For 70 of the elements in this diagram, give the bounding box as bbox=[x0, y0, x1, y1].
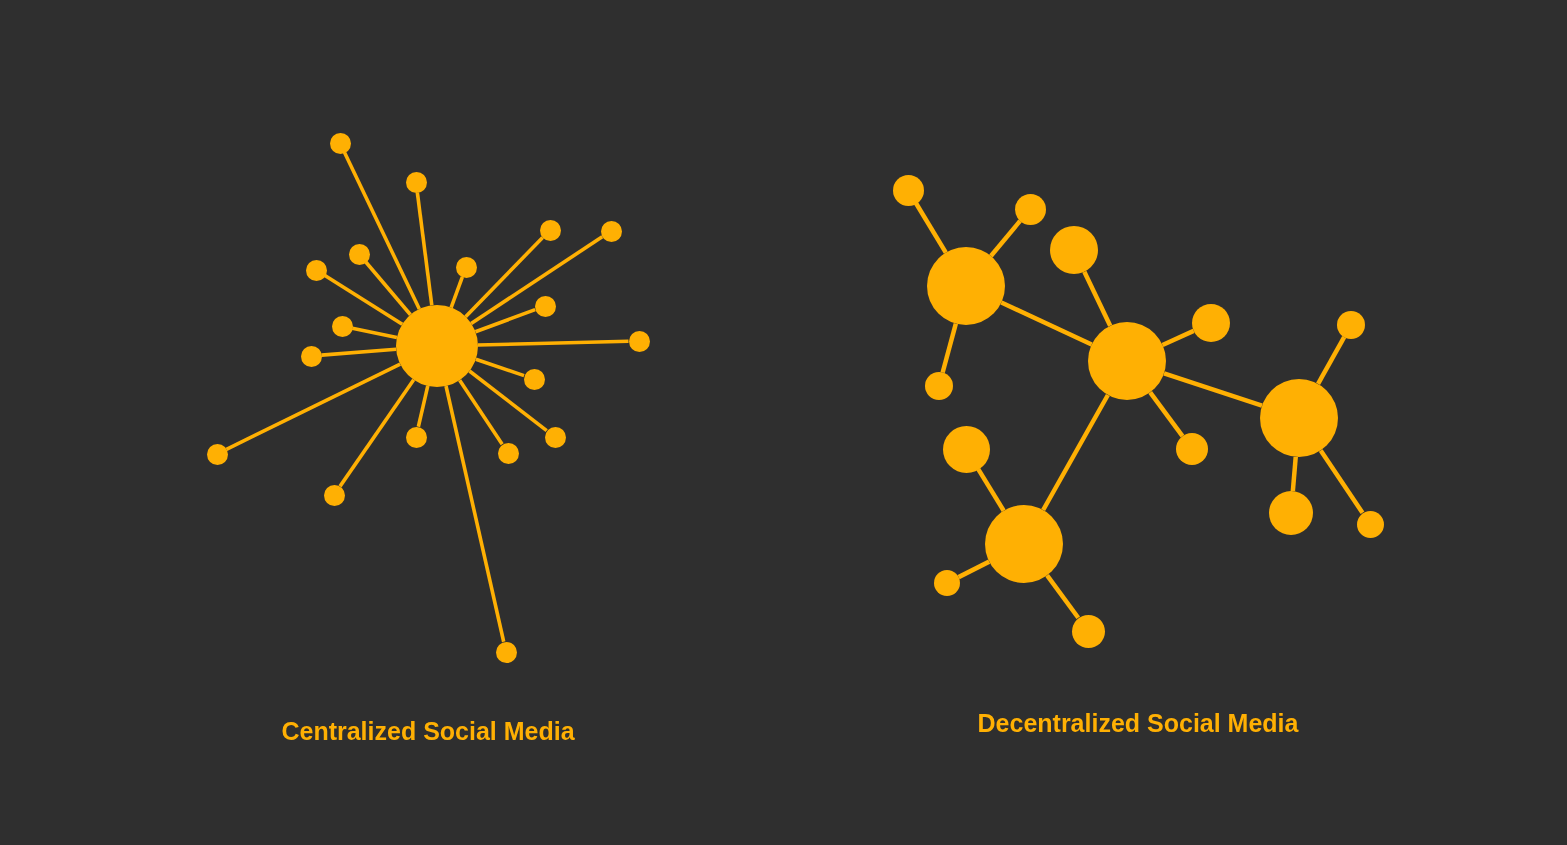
leaf-node bbox=[305, 259, 327, 281]
leaf-node bbox=[300, 345, 322, 367]
leaf-node bbox=[329, 132, 351, 154]
leaf-node bbox=[405, 171, 427, 193]
leaf-node bbox=[1269, 491, 1313, 535]
connector-line bbox=[474, 307, 536, 334]
leaf-node bbox=[1337, 311, 1365, 339]
connector-line bbox=[940, 323, 958, 374]
connector-line bbox=[1000, 300, 1093, 347]
connector-line bbox=[989, 219, 1022, 258]
leaf-node bbox=[1192, 304, 1230, 342]
hub-node bbox=[1260, 379, 1338, 457]
leaf-node bbox=[925, 372, 953, 400]
leaf-node bbox=[331, 315, 353, 337]
connector-line bbox=[458, 379, 504, 446]
hub-node bbox=[396, 305, 478, 387]
connector-line bbox=[1163, 371, 1263, 408]
connector-line bbox=[464, 236, 544, 318]
connector-line bbox=[957, 559, 991, 580]
connector-line bbox=[477, 339, 629, 347]
leaf-node bbox=[534, 295, 556, 317]
leaf-node bbox=[600, 220, 622, 242]
leaf-node bbox=[495, 641, 517, 663]
hub-node bbox=[927, 247, 1005, 325]
connector-line bbox=[225, 362, 401, 451]
leaf-node bbox=[934, 570, 960, 596]
leaf-node bbox=[206, 443, 228, 465]
connector-line bbox=[321, 347, 397, 357]
connector-line bbox=[444, 385, 506, 643]
leaf-node bbox=[892, 174, 924, 206]
connector-line bbox=[1082, 270, 1113, 327]
connector-line bbox=[914, 202, 948, 254]
connector-line bbox=[1041, 393, 1110, 512]
hub-node bbox=[1088, 322, 1166, 400]
network-caption: Decentralized Social Media bbox=[977, 708, 1299, 738]
leaf-node bbox=[1176, 433, 1208, 465]
connector-line bbox=[364, 260, 412, 316]
leaf-node bbox=[323, 484, 345, 506]
connector-line bbox=[1161, 328, 1195, 347]
hub-node bbox=[985, 505, 1063, 583]
connector-line bbox=[475, 357, 525, 378]
leaf-node bbox=[942, 425, 990, 473]
network-caption: Centralized Social Media bbox=[281, 716, 575, 746]
connector-line bbox=[1045, 574, 1081, 620]
leaf-node bbox=[544, 426, 566, 448]
connector-line bbox=[1148, 391, 1185, 438]
connector-line bbox=[468, 369, 548, 432]
leaf-node bbox=[497, 442, 519, 464]
connector-line bbox=[1316, 336, 1347, 386]
connector-line bbox=[342, 151, 421, 310]
leaf-node bbox=[1356, 510, 1384, 538]
leaf-node bbox=[1050, 226, 1098, 274]
leaf-node bbox=[539, 219, 561, 241]
connector-line bbox=[1318, 449, 1365, 515]
connector-line bbox=[470, 235, 604, 325]
connector-line bbox=[415, 192, 434, 306]
connector-line bbox=[338, 378, 416, 488]
leaf-node bbox=[405, 426, 427, 448]
connector-line bbox=[1290, 456, 1298, 492]
leaf-node bbox=[348, 243, 370, 265]
leaf-node bbox=[523, 368, 545, 390]
leaf-node bbox=[628, 330, 650, 352]
leaf-node bbox=[1071, 614, 1105, 648]
leaf-node bbox=[455, 256, 477, 278]
connector-line bbox=[449, 276, 465, 309]
connector-line bbox=[416, 385, 430, 428]
connector-line bbox=[351, 326, 398, 340]
connector-line bbox=[323, 274, 404, 326]
connector-line bbox=[976, 467, 1006, 512]
leaf-node bbox=[1014, 193, 1046, 225]
